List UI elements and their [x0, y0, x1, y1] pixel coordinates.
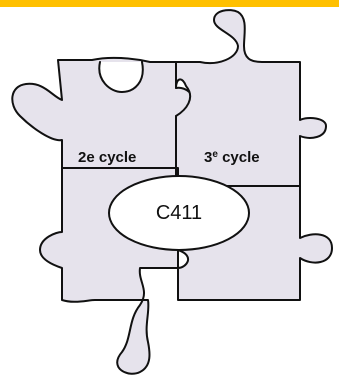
label-3e-cycle: 3e cycle [204, 149, 260, 166]
label-2e-cycle: 2e cycle [78, 149, 137, 166]
center-label: C411 [155, 202, 203, 224]
label-3e-superscript: e [212, 149, 218, 160]
center-ellipse [108, 175, 250, 251]
label-3e-number: 3 [204, 149, 213, 166]
puzzle-piece-top-right [175, 9, 327, 187]
label-3e-word: cycle [222, 149, 260, 166]
top-banner-stripe [0, 0, 339, 7]
